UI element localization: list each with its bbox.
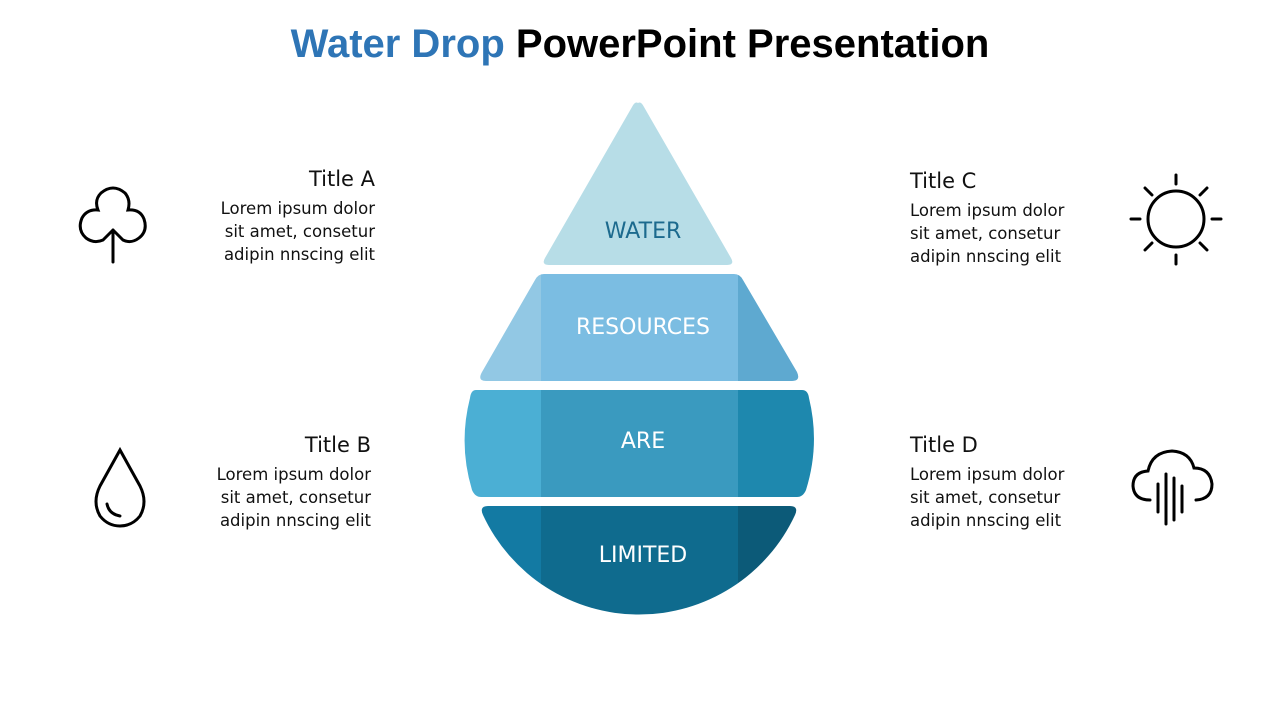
layer-are bbox=[464, 390, 814, 497]
layer-limited-left bbox=[481, 506, 541, 615]
info-text-line: adipin nnscing elit bbox=[910, 511, 1062, 530]
layer-label-resources: RESOURCES bbox=[576, 315, 710, 340]
layer-resources-right bbox=[738, 274, 799, 381]
info-text-line: sit amet, consetur bbox=[224, 222, 375, 241]
layer-limited-right bbox=[738, 506, 797, 615]
layer-resources bbox=[480, 274, 799, 381]
layer-limited-center bbox=[541, 506, 738, 615]
water-drop-icon bbox=[94, 446, 146, 528]
rain-cloud-icon bbox=[1131, 449, 1214, 526]
info-text-line: adipin nnscing elit bbox=[910, 247, 1062, 266]
info-text-line: Lorem ipsum dolor bbox=[216, 465, 371, 484]
info-text-line: sit amet, consetur bbox=[910, 224, 1061, 243]
info-text-line: sit amet, consetur bbox=[220, 488, 371, 507]
layer-resources-center bbox=[541, 274, 738, 381]
layer-label-water: WATER bbox=[605, 219, 682, 244]
sun-icon bbox=[1129, 173, 1223, 266]
info-text-line: Lorem ipsum dolor bbox=[910, 201, 1065, 220]
title-accent: Water Drop bbox=[290, 22, 505, 66]
info-block-d: Title D Lorem ipsum dolor sit amet, conse… bbox=[910, 433, 1150, 532]
tree-icon bbox=[78, 186, 147, 264]
info-block-c: Title C Lorem ipsum dolor sit amet, conse… bbox=[910, 169, 1150, 268]
layer-are-left bbox=[464, 390, 541, 497]
info-block-a: Title A Lorem ipsum dolor sit amet, conse… bbox=[135, 167, 375, 266]
info-text-line: Lorem ipsum dolor bbox=[220, 199, 375, 218]
info-text-line: adipin nnscing elit bbox=[223, 245, 375, 264]
info-title: Title A bbox=[308, 167, 375, 191]
layer-label-are: ARE bbox=[621, 429, 665, 454]
info-block-b: Title B Lorem ipsum dolor sit amet, conse… bbox=[131, 433, 371, 532]
info-text-line: adipin nnscing elit bbox=[219, 511, 371, 530]
title-rest: PowerPoint Presentation bbox=[515, 22, 990, 66]
info-title: Title B bbox=[304, 433, 371, 457]
layer-resources-left bbox=[480, 274, 541, 381]
layer-are-center bbox=[541, 390, 738, 497]
layer-label-limited: LIMITED bbox=[599, 543, 688, 568]
info-title: Title D bbox=[910, 433, 978, 457]
layer-are-right bbox=[738, 390, 814, 497]
info-text-line: sit amet, consetur bbox=[910, 488, 1061, 507]
layer-water-fill bbox=[543, 102, 733, 265]
layer-water bbox=[543, 102, 733, 265]
info-text-line: Lorem ipsum dolor bbox=[910, 465, 1065, 484]
page-title: Water Drop PowerPoint Presentation bbox=[0, 22, 1280, 67]
info-title: Title C bbox=[910, 169, 977, 193]
